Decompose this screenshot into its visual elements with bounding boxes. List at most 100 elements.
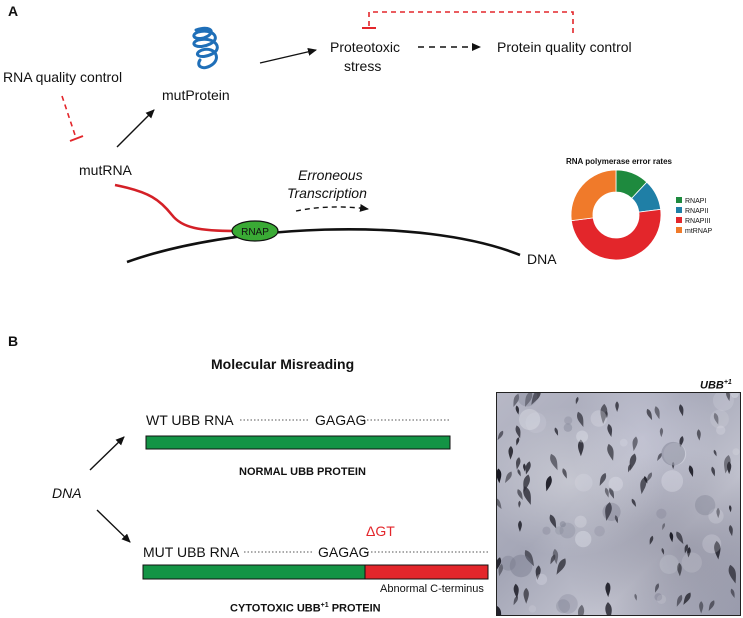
arrow-mutprotein-to-proteotoxic: [259, 47, 317, 64]
micrograph-texture-spot: [661, 441, 686, 466]
micrograph-texture-spot: [712, 393, 734, 411]
micrograph-cell: [714, 540, 721, 560]
micrograph-texture-spot: [517, 393, 538, 407]
micrograph-cell: [497, 605, 502, 615]
micrograph-texture-spot: [556, 599, 571, 614]
micrograph-cell: [516, 457, 521, 470]
micrograph-cell: [562, 468, 567, 479]
micrograph-cell: [643, 476, 648, 484]
micrograph-cell: [604, 487, 609, 498]
cytotoxic-protein-label: CYTOTOXIC UBB+1 PROTEIN: [230, 602, 381, 615]
micrograph-cell: [513, 595, 518, 606]
micrograph-cell: [684, 544, 689, 554]
micrograph-cell: [525, 461, 531, 475]
rna-quality-control-label: RNA quality control: [3, 69, 123, 85]
micrograph-cell: [518, 520, 522, 532]
arrow-dna-to-wt: [89, 436, 125, 471]
micrograph-cells: [497, 393, 740, 615]
micrograph-texture-spot: [563, 423, 573, 432]
micrograph-cell: [669, 531, 674, 543]
micrograph-cell: [549, 514, 557, 529]
rnap-ellipse: [231, 220, 279, 242]
micrograph-texture-spot: [564, 416, 573, 425]
micrograph-cell: [730, 588, 735, 598]
micrograph-texture-spot: [555, 526, 564, 535]
micrograph-texture-spot: [576, 430, 589, 443]
micrograph-cell: [661, 548, 665, 555]
arrow-mutrna-to-mutprotein: [116, 109, 155, 148]
micrograph-texture-spot: [535, 573, 548, 586]
micrograph-cell: [655, 583, 660, 593]
mut-ubb-rna-label: MUT UBB RNA: [143, 544, 240, 560]
mutprotein-label: mutProtein: [162, 87, 230, 103]
micrograph-cell: [679, 436, 684, 448]
micrograph-cell: [659, 427, 664, 438]
micrograph-cell: [523, 463, 526, 472]
micrograph-cell: [516, 437, 520, 446]
micrograph-texture-spot: [654, 593, 663, 601]
micrograph-texture-spot: [500, 555, 516, 571]
micrograph-texture-spot: [602, 502, 621, 521]
micrograph-cell: [513, 583, 519, 599]
micrograph-cell: [600, 403, 608, 424]
cytotoxic-label-post: PROTEIN: [328, 602, 381, 615]
arrow-dna-to-mut: [96, 509, 131, 543]
micrograph-texture-spot: [575, 530, 592, 548]
micrograph-cell: [523, 587, 529, 604]
micrograph-cell: [497, 468, 502, 484]
legend-label-rnapii: RNAPII: [685, 208, 708, 215]
mut-protein-normal-segment: [142, 564, 366, 580]
micrograph-texture-spot: [702, 534, 722, 554]
normal-ubb-protein-label: NORMAL UBB PROTEIN: [239, 466, 366, 478]
micrograph-texture-spot: [594, 525, 605, 537]
micrograph-cell: [607, 443, 614, 461]
gagag-top-label: GAGAG: [315, 412, 367, 428]
micrograph-cell: [696, 429, 701, 441]
micrograph-cell: [556, 558, 566, 575]
micrograph-texture-spot: [542, 526, 551, 535]
micrograph-cell: [599, 472, 607, 486]
micrograph-texture-spot: [731, 393, 739, 399]
micrograph-cell: [523, 474, 530, 492]
erroneous-label-line1: Erroneous: [298, 167, 363, 183]
micrograph-cell: [654, 406, 660, 420]
erroneous-label-line2: Transcription: [287, 185, 367, 201]
delta-gt-label: ΔGT: [366, 523, 395, 539]
legend-swatch-rnapiii: [676, 217, 682, 223]
micrograph-texture-spot: [590, 410, 608, 427]
micrograph-cell: [687, 547, 691, 558]
panel-b-label: B: [8, 333, 19, 349]
donut-slice-mtrnap: [570, 169, 617, 222]
protein-quality-control-label: Protein quality control: [497, 39, 632, 55]
micrograph-cell: [497, 497, 502, 510]
micrograph-cell: [607, 582, 611, 592]
gagag-bottom-label: GAGAG: [318, 544, 370, 560]
legend-swatch-mtrnap: [676, 227, 682, 233]
micrograph-cell: [535, 565, 541, 580]
dna-label-b: DNA: [52, 485, 82, 501]
donut-slice-rnapiii: [570, 208, 662, 261]
micrograph-cell: [629, 453, 637, 471]
micrograph-cell: [726, 393, 731, 402]
dna-label-a: DNA: [527, 251, 557, 267]
micrograph-cell: [531, 393, 541, 405]
micrograph-cell: [577, 411, 584, 428]
micrograph-cell: [517, 469, 521, 477]
micrograph-cell: [677, 562, 682, 577]
cytotoxic-label-sup: +1: [320, 602, 329, 609]
mut-protein-abnormal-segment: [364, 564, 489, 580]
ubb-micrograph-image: [496, 392, 741, 616]
micrograph-cell: [728, 524, 733, 537]
proteotoxic-label-line2: stress: [344, 58, 382, 74]
legend-swatch-rnapii: [676, 207, 682, 213]
micrograph-cell: [609, 487, 615, 499]
molecular-misreading-title: Molecular Misreading: [211, 356, 355, 372]
micrograph-cell: [518, 500, 521, 508]
micrograph-texture-spot: [656, 594, 667, 604]
micrograph-cell: [662, 523, 666, 531]
rna-qc-inhibition-line: [61, 95, 77, 139]
micrograph-texture-spot: [608, 476, 624, 492]
micrograph-cell: [649, 535, 654, 545]
panel-a-label: A: [8, 3, 19, 19]
